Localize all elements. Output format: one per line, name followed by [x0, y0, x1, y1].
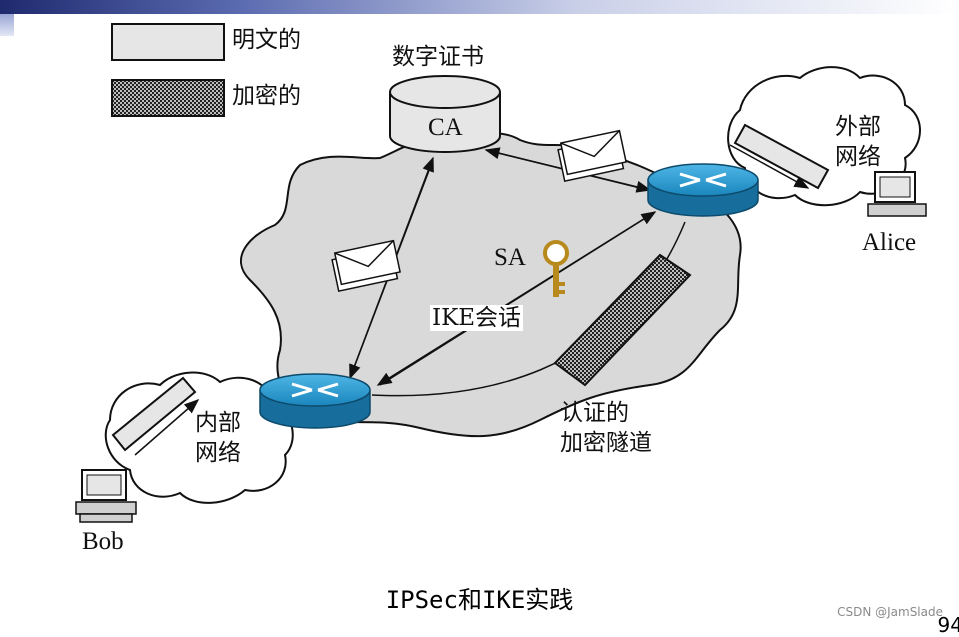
legend-plain-label: 明文的	[232, 27, 301, 53]
envelope-icon	[331, 239, 401, 292]
ca-label: CA	[428, 114, 463, 141]
legend-encrypted-label: 加密的	[232, 83, 301, 109]
router-icon	[259, 373, 371, 429]
internal-plain-arrow	[134, 399, 200, 456]
tunnel-label-2: 加密隧道	[560, 430, 652, 456]
header-bar	[0, 0, 959, 14]
computer-icon	[75, 469, 137, 523]
figure-caption: IPSec和IKE实践	[385, 586, 574, 614]
router-icon	[647, 163, 759, 217]
legend-plain-swatch	[111, 23, 225, 61]
ike-arrow-to-bob	[376, 211, 656, 386]
ca-database	[389, 75, 501, 153]
sa-label: SA	[494, 244, 526, 271]
internal-net-label-2: 网络	[195, 440, 241, 466]
envelope-icon	[557, 129, 627, 182]
tunnel-label-1: 认证的	[560, 400, 629, 426]
internal-plain-bar	[111, 376, 197, 452]
internal-net-label-1: 内部	[195, 410, 241, 436]
ca-title: 数字证书	[392, 44, 484, 70]
encrypted-tunnel-bar	[553, 253, 692, 387]
page-number: 94	[937, 613, 959, 637]
external-net-label-2: 网络	[835, 144, 881, 170]
external-plain-arrow	[729, 144, 810, 189]
bob-label: Bob	[82, 528, 124, 555]
computer-icon	[867, 171, 927, 217]
watermark: CSDN @JamSlade	[837, 605, 943, 619]
ike-session-label: IKE会话	[430, 305, 524, 332]
legend-encrypted-swatch	[111, 79, 225, 117]
alice-label: Alice	[862, 229, 917, 256]
external-net-label-1: 外部	[835, 114, 881, 140]
header-accent	[0, 14, 14, 36]
external-plain-bar	[733, 123, 830, 190]
key-icon	[543, 240, 569, 297]
